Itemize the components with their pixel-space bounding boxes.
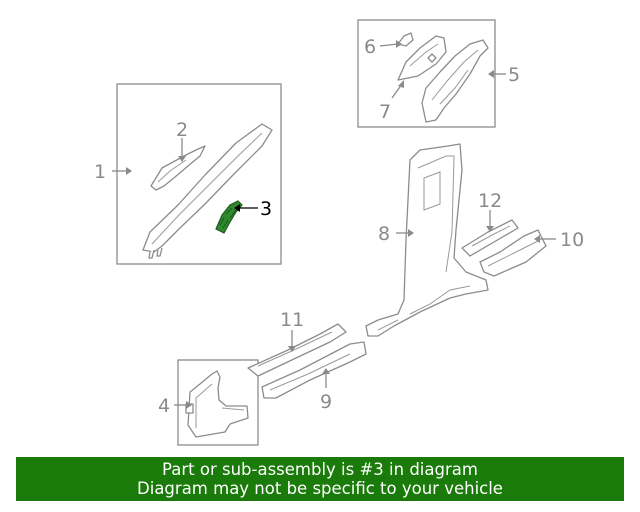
callout-8[interactable]: 8 xyxy=(378,223,390,245)
part-5-upper-trim[interactable] xyxy=(421,39,489,123)
part-8-b-pillar-trim[interactable] xyxy=(365,143,489,337)
part-7-panel[interactable] xyxy=(397,35,447,81)
leader-6 xyxy=(379,43,399,47)
group-box-kick-panel xyxy=(177,359,259,446)
part-12-rear-scuff[interactable] xyxy=(461,219,519,257)
callout-2[interactable]: 2 xyxy=(176,119,188,141)
part-11-scuff-plate[interactable] xyxy=(247,323,347,377)
callout-3[interactable]: 3 xyxy=(260,198,272,220)
callout-10[interactable]: 10 xyxy=(560,229,584,251)
callout-6[interactable]: 6 xyxy=(364,36,376,58)
callout-9[interactable]: 9 xyxy=(320,391,332,413)
callout-1[interactable]: 1 xyxy=(94,161,106,183)
callout-5[interactable]: 5 xyxy=(508,64,520,86)
part-9-sill-plate[interactable] xyxy=(261,341,367,399)
part-4-kick-panel[interactable] xyxy=(185,370,249,438)
notice-banner: Part or sub-assembly is #3 in diagram Di… xyxy=(16,457,624,501)
part-10-rear-sill[interactable] xyxy=(479,229,547,277)
callout-11[interactable]: 11 xyxy=(280,309,304,331)
group-box-a-pillar xyxy=(116,83,282,265)
callout-7[interactable]: 7 xyxy=(379,101,391,123)
part-6-clip[interactable] xyxy=(397,32,414,47)
banner-line-1: Part or sub-assembly is #3 in diagram xyxy=(162,460,478,479)
banner-line-2: Diagram may not be specific to your vehi… xyxy=(137,479,503,498)
part-1-a-pillar-trim[interactable] xyxy=(142,123,273,259)
callout-4[interactable]: 4 xyxy=(158,395,170,417)
part-2-trim-clip[interactable] xyxy=(150,145,206,191)
callout-12[interactable]: 12 xyxy=(478,190,502,212)
